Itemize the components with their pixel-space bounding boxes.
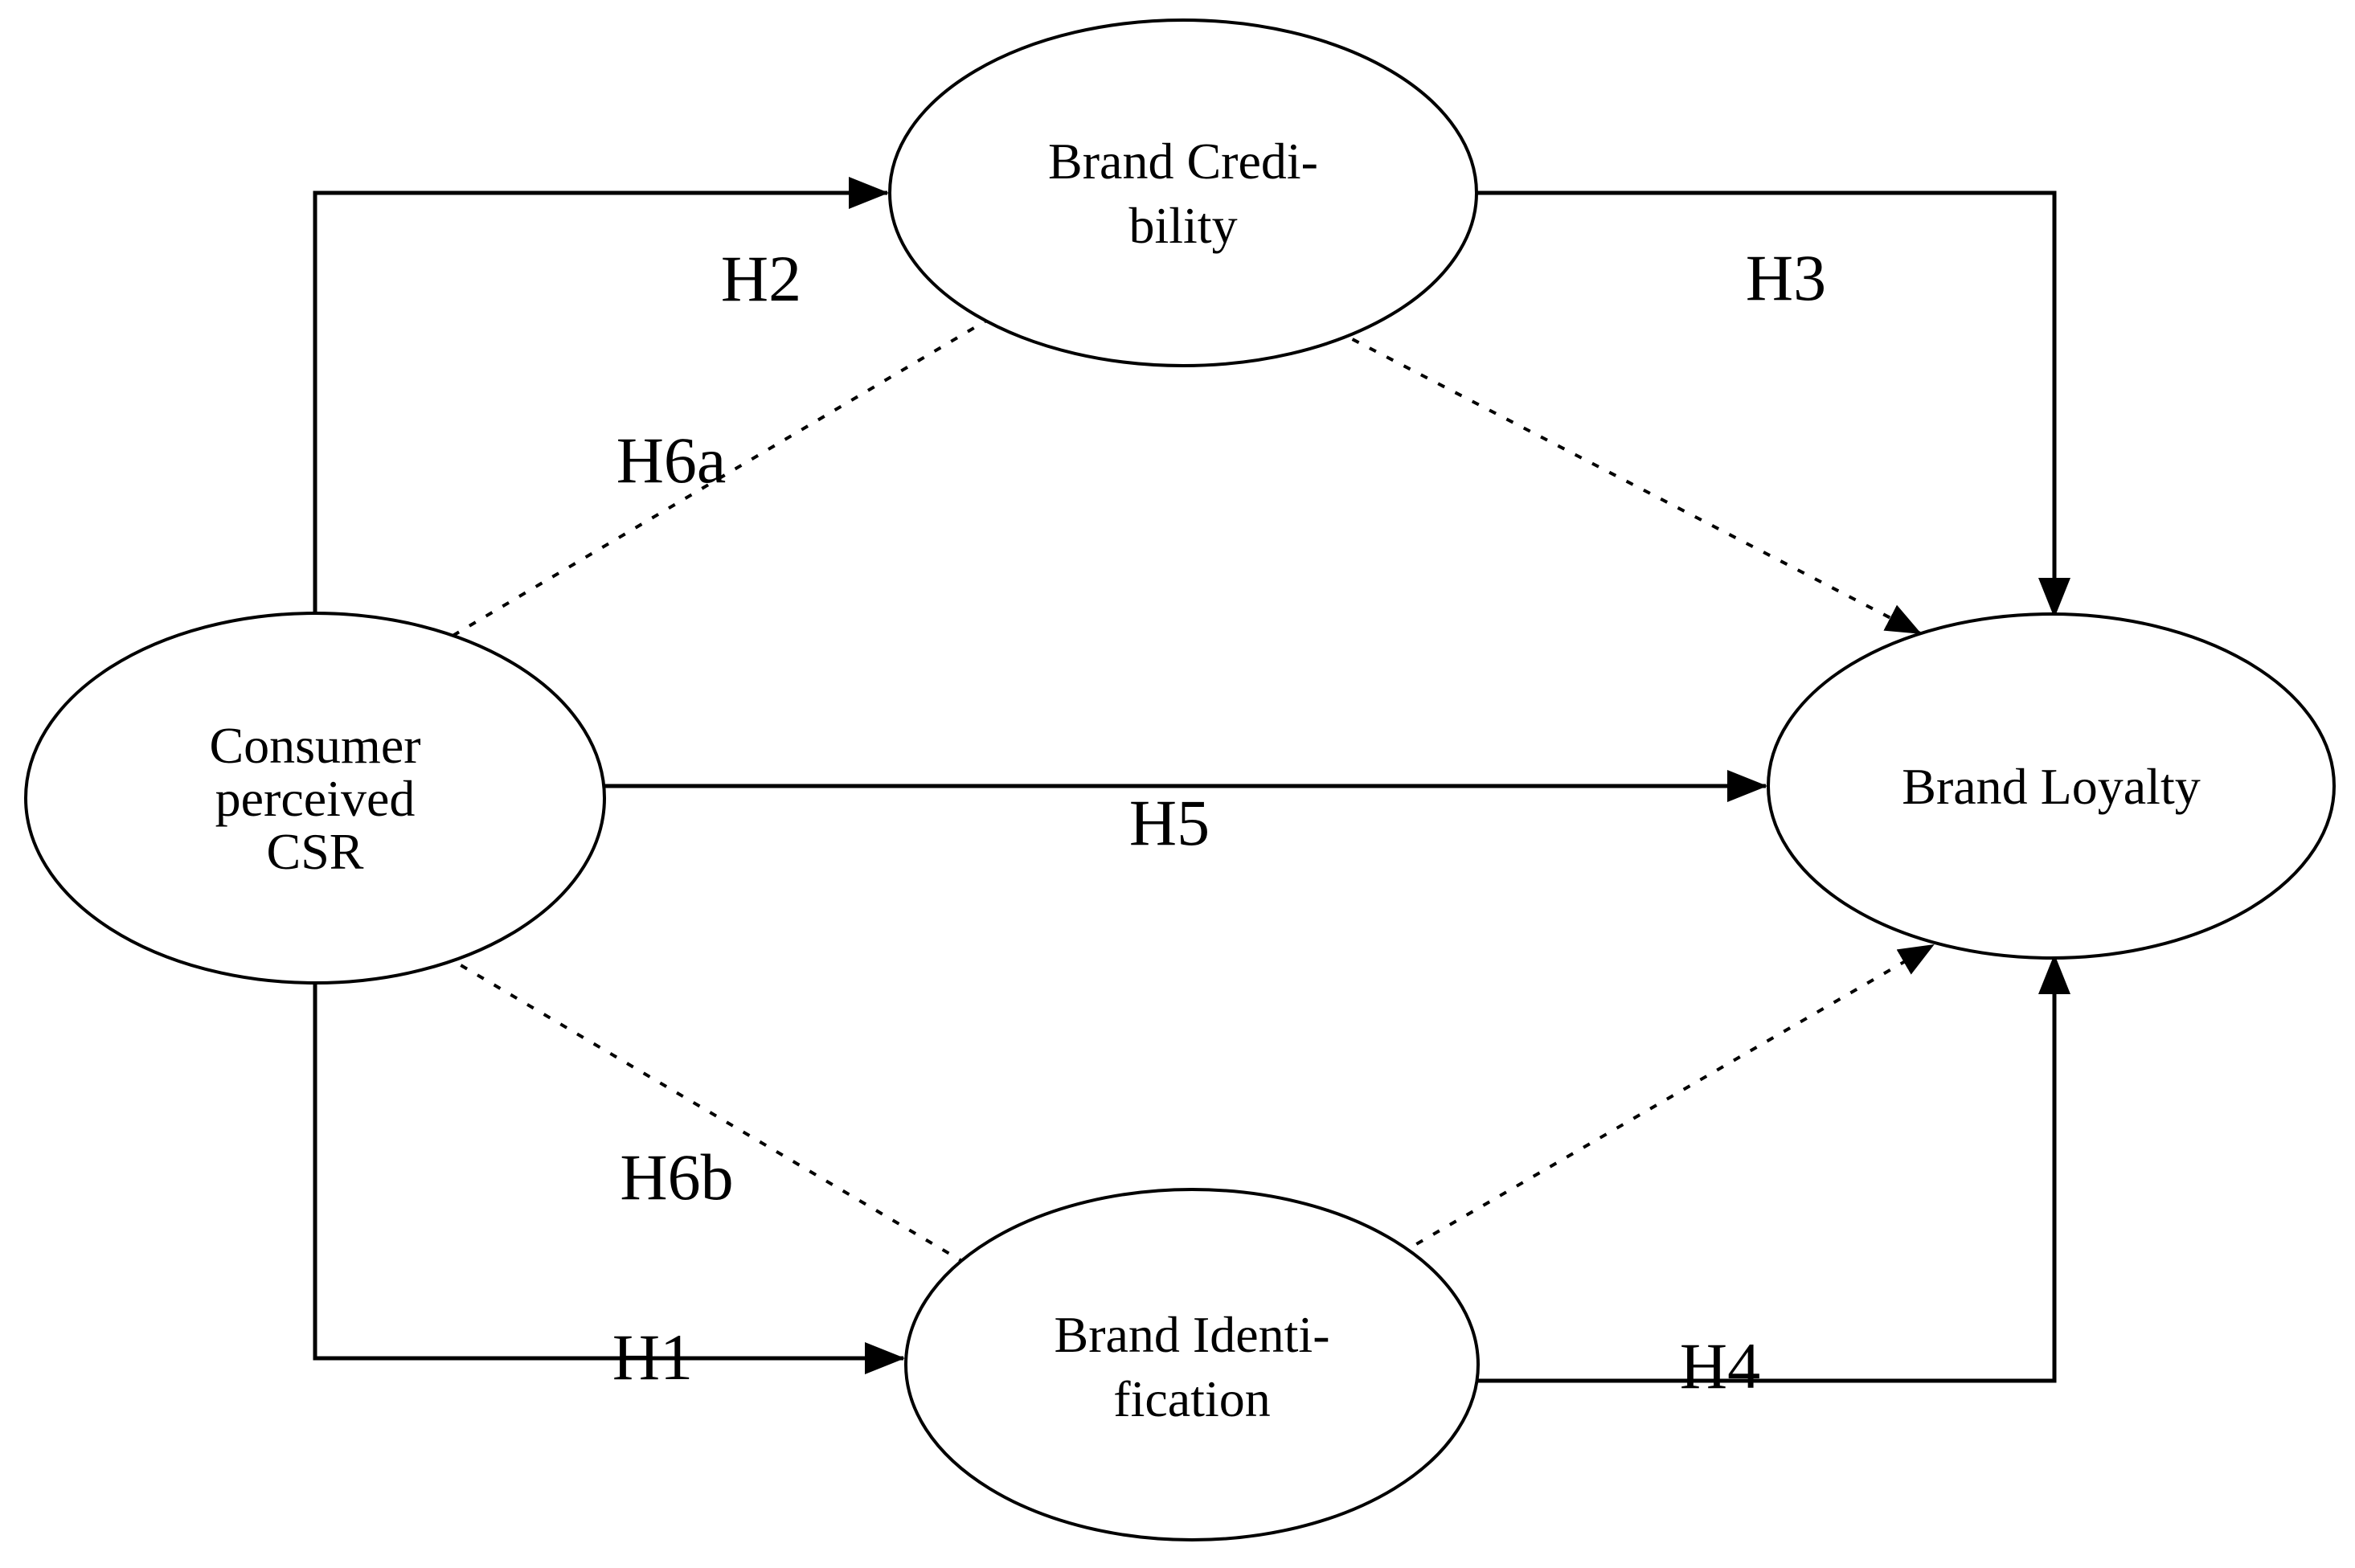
node-brand-identification: [904, 1188, 1480, 1541]
edge-h6a-segment-credibility-to-loyalty: [1317, 320, 1922, 635]
node-brand-loyalty: [1767, 612, 2336, 960]
nodes: [24, 18, 2336, 1541]
label-h6b: H6b: [620, 1140, 733, 1214]
node-brand-credibility: [888, 18, 1478, 367]
hypothesis-labels: H2 H3 H6a H5 H6b H1 H4: [612, 241, 1826, 1402]
label-h5: H5: [1129, 786, 1210, 859]
edge-h6a-segment-csr-to-credibility: [368, 280, 1055, 686]
node-consumer-perceived-csr: [24, 612, 606, 985]
edge-h1-arrow: [313, 798, 905, 1374]
label-h3: H3: [1746, 241, 1826, 314]
edge-h6b-segment-csr-to-identification: [376, 915, 1046, 1312]
label-h4: H4: [1680, 1329, 1760, 1402]
label-h2: H2: [721, 242, 801, 315]
label-brand-loyalty: Brand Loyalty: [1902, 758, 2200, 815]
label-h1: H1: [612, 1320, 693, 1394]
label-brand-identification: Brand Identi-fication: [1055, 1306, 1330, 1427]
edge-h4-arrow: [1192, 954, 2070, 1383]
label-h6a: H6a: [616, 424, 727, 497]
edge-h6b-segment-identification-to-loyalty: [1365, 944, 1935, 1275]
label-brand-credibility: Brand Credi-bility: [1048, 133, 1318, 254]
edge-h2-arrow: [313, 177, 889, 798]
